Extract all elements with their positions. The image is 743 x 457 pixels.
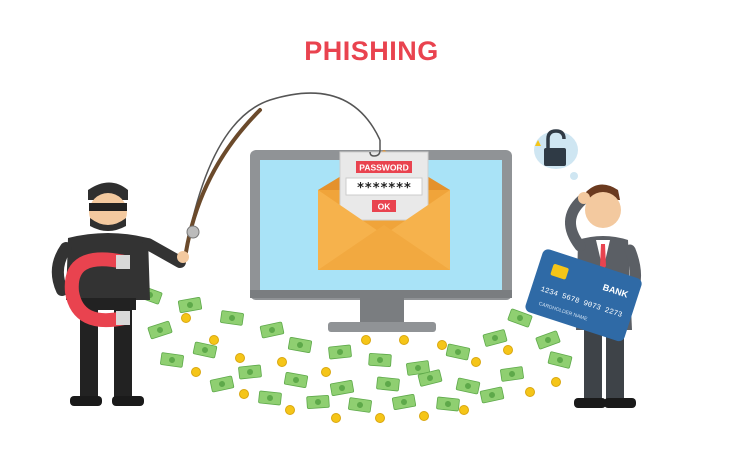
- coin-icon: [285, 405, 295, 415]
- money-icon: [328, 344, 352, 360]
- money-icon: [220, 310, 244, 326]
- coin-icon: [437, 340, 447, 350]
- coin-icon: [459, 405, 469, 415]
- money-icon: [177, 297, 203, 313]
- credit-card: BANK 1234 5678 9073 2273 CARDHOLDER NAME: [525, 249, 642, 342]
- coin-icon: [399, 335, 409, 345]
- money-icon: [348, 397, 372, 413]
- money-icon: [258, 390, 282, 406]
- money-icon: [283, 372, 309, 388]
- money-icon: [445, 343, 471, 361]
- coin-icon: [209, 335, 219, 345]
- money-icon: [147, 320, 173, 340]
- money-icon: [391, 394, 417, 410]
- password-label: PASSWORD: [359, 163, 408, 173]
- money-pile: [137, 285, 573, 423]
- money-icon: [479, 386, 505, 404]
- password-label-bg: [356, 161, 412, 173]
- money-icon: [376, 376, 400, 392]
- password-value: *******: [357, 181, 412, 196]
- money-icon: [329, 380, 355, 396]
- coin-icon: [277, 357, 287, 367]
- coin-icon: [331, 413, 341, 423]
- coin-icon: [239, 389, 249, 399]
- coin-icon: [375, 413, 385, 423]
- coin-icon: [235, 353, 245, 363]
- lock-icon: [535, 129, 566, 166]
- money-icon: [287, 337, 313, 353]
- money-icon: [192, 341, 218, 359]
- coin-icon: [361, 335, 371, 345]
- coin-icon: [471, 357, 481, 367]
- fishing-rod-icon: [184, 92, 381, 254]
- money-icon: [455, 377, 481, 395]
- money-icon: [417, 369, 443, 387]
- ok-label: OK: [378, 202, 392, 212]
- chip-icon: [550, 264, 569, 280]
- coin-icon: [321, 367, 331, 377]
- money-icon: [209, 375, 235, 393]
- coin-icon: [503, 345, 513, 355]
- coin-icon: [551, 377, 561, 387]
- login-form: PASSWORD ******* OK: [345, 161, 423, 212]
- coin-icon: [191, 367, 201, 377]
- money-icon: [406, 360, 430, 376]
- money-icon: [547, 351, 573, 369]
- money-icon: [507, 308, 533, 328]
- page-title: PHISHING: [304, 36, 439, 66]
- coin-icon: [181, 313, 191, 323]
- password-field: [345, 177, 423, 196]
- coin-icon: [419, 411, 429, 421]
- money-icon: [306, 394, 330, 410]
- money-icon: [535, 330, 561, 350]
- money-icon: [436, 396, 460, 412]
- money-icon: [368, 352, 392, 368]
- hook-icon: [369, 140, 381, 157]
- coin-icon: [525, 387, 535, 397]
- money-icon: [238, 364, 262, 380]
- ok-button: [372, 200, 396, 212]
- money-icon: [160, 352, 184, 368]
- money-icon: [259, 321, 285, 339]
- money-icon: [500, 366, 524, 382]
- money-icon: [482, 329, 508, 347]
- magnet-icon: [64, 252, 130, 328]
